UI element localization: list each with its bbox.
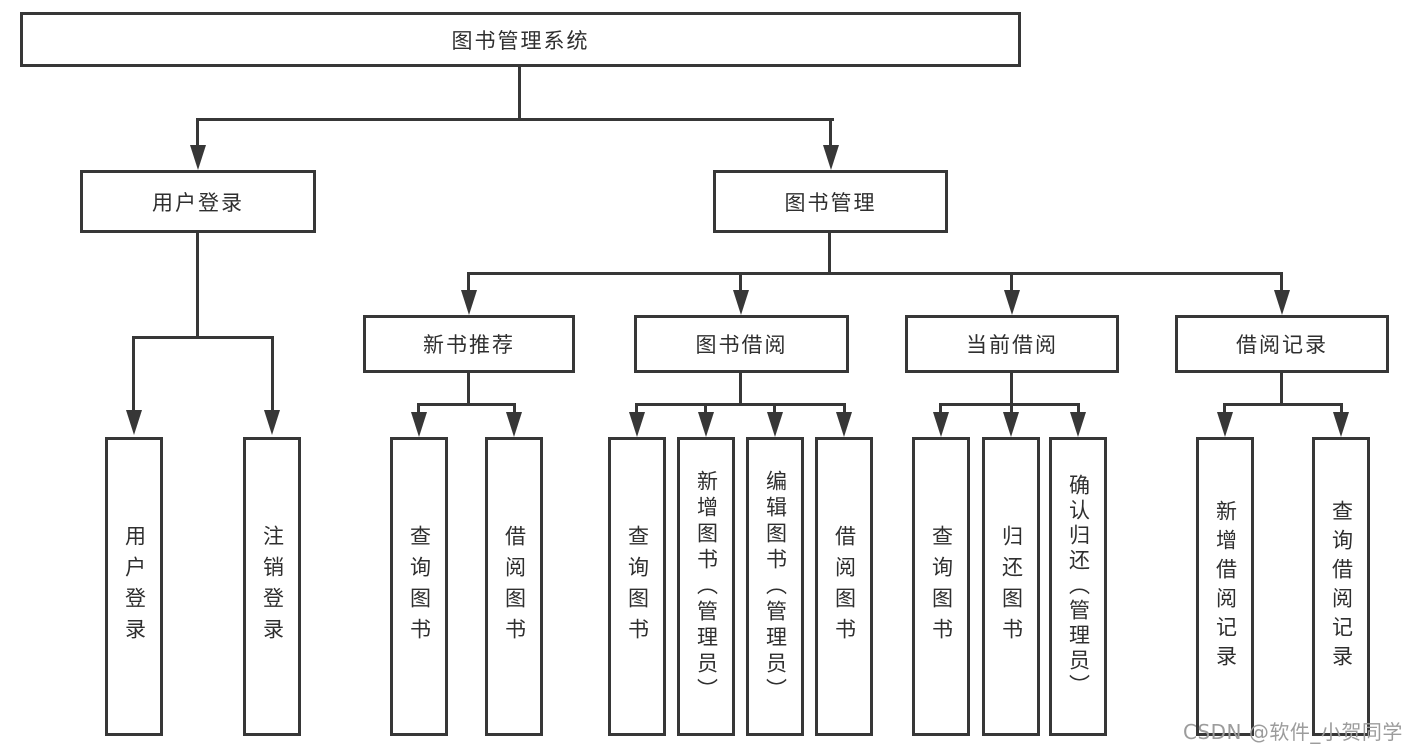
arrowhead bbox=[264, 410, 280, 435]
arrowhead bbox=[1274, 290, 1290, 315]
connector-line bbox=[196, 118, 199, 150]
leaf-add-book-admin: 新增图书（管理员） bbox=[677, 437, 735, 736]
leaf-query-borrow-record: 查询借阅记录 bbox=[1312, 437, 1370, 736]
connector-line bbox=[1280, 272, 1283, 292]
arrowhead bbox=[733, 290, 749, 315]
connector-line bbox=[417, 403, 516, 406]
leaf-edit-book-admin: 编辑图书（管理员） bbox=[746, 437, 804, 736]
leaf-return-book: 归还图书 bbox=[982, 437, 1040, 736]
leaf-label: 归还图书 bbox=[999, 524, 1024, 649]
arrowhead bbox=[461, 290, 477, 315]
leaf-label: 查询图书 bbox=[929, 524, 954, 649]
connector-line bbox=[196, 233, 199, 336]
arrowhead bbox=[190, 145, 206, 170]
node-label: 新书推荐 bbox=[423, 333, 515, 357]
leaf-label: 编辑图书（管理员） bbox=[763, 469, 788, 704]
leaf-label: 查询借阅记录 bbox=[1329, 499, 1354, 674]
leaf-query-books-recommend: 查询图书 bbox=[390, 437, 448, 736]
connector-line bbox=[704, 403, 707, 415]
leaf-label: 查询图书 bbox=[407, 524, 432, 649]
node-book-management: 图书管理 bbox=[713, 170, 948, 233]
leaf-label: 用户登录 bbox=[122, 524, 147, 649]
leaf-label: 查询图书 bbox=[625, 524, 650, 649]
connector-line bbox=[417, 403, 420, 415]
node-label: 用户登录 bbox=[152, 190, 244, 215]
arrowhead bbox=[506, 412, 522, 437]
connector-line bbox=[635, 403, 846, 406]
leaf-borrow-books-recommend: 借阅图书 bbox=[485, 437, 543, 736]
connector-line bbox=[1077, 403, 1080, 415]
connector-line bbox=[467, 373, 470, 403]
arrowhead bbox=[1333, 412, 1349, 437]
arrowhead bbox=[1217, 412, 1233, 437]
connector-line bbox=[467, 272, 470, 292]
connector-line bbox=[739, 373, 742, 403]
node-label: 当前借阅 bbox=[966, 333, 1058, 357]
connector-line bbox=[1010, 373, 1013, 403]
node-borrow-records: 借阅记录 bbox=[1175, 315, 1389, 373]
node-current-borrow: 当前借阅 bbox=[905, 315, 1119, 373]
node-library-management-system: 图书管理系统 bbox=[20, 12, 1021, 67]
leaf-add-borrow-record: 新增借阅记录 bbox=[1196, 437, 1254, 736]
leaf-label: 借阅图书 bbox=[832, 524, 857, 649]
node-label: 借阅记录 bbox=[1236, 333, 1328, 357]
connector-line bbox=[1280, 373, 1283, 403]
leaf-label: 注销登录 bbox=[260, 524, 285, 649]
arrowhead bbox=[823, 145, 839, 170]
connector-line bbox=[1010, 272, 1013, 292]
connector-line bbox=[635, 403, 638, 415]
arrowhead bbox=[1070, 412, 1086, 437]
connector-line bbox=[1010, 403, 1013, 415]
csdn-watermark: CSDN @软件_小贺同学 bbox=[1183, 720, 1403, 744]
arrowhead bbox=[1004, 290, 1020, 315]
arrowhead bbox=[629, 412, 645, 437]
connector-line bbox=[271, 336, 274, 412]
node-label: 图书管理系统 bbox=[451, 28, 590, 53]
leaf-user-login: 用户登录 bbox=[105, 437, 163, 736]
arrowhead bbox=[126, 410, 142, 435]
connector-line bbox=[843, 403, 846, 415]
connector-line bbox=[513, 403, 516, 415]
connector-line bbox=[1223, 403, 1343, 406]
connector-line bbox=[773, 403, 776, 415]
arrowhead bbox=[767, 412, 783, 437]
leaf-query-books-current: 查询图书 bbox=[912, 437, 970, 736]
leaf-confirm-return-admin: 确认归还（管理员） bbox=[1049, 437, 1107, 736]
connector-line bbox=[132, 336, 135, 412]
connector-line bbox=[132, 336, 274, 339]
arrowhead bbox=[698, 412, 714, 437]
leaf-borrow-books: 借阅图书 bbox=[815, 437, 873, 736]
leaf-query-books-borrow: 查询图书 bbox=[608, 437, 666, 736]
connector-line bbox=[939, 403, 942, 415]
connector-line bbox=[518, 67, 521, 118]
node-user-login: 用户登录 bbox=[80, 170, 316, 233]
node-book-borrow: 图书借阅 bbox=[634, 315, 849, 373]
leaf-label: 新增借阅记录 bbox=[1213, 499, 1238, 674]
leaf-label: 确认归还（管理员） bbox=[1066, 474, 1091, 699]
connector-line bbox=[739, 272, 742, 292]
connector-line bbox=[1340, 403, 1343, 415]
arrowhead bbox=[411, 412, 427, 437]
leaf-label: 借阅图书 bbox=[502, 524, 527, 649]
leaf-label: 新增图书（管理员） bbox=[694, 469, 719, 704]
arrowhead bbox=[933, 412, 949, 437]
connector-line bbox=[1223, 403, 1226, 415]
connector-line bbox=[196, 118, 834, 121]
arrowhead bbox=[836, 412, 852, 437]
node-label: 图书管理 bbox=[784, 190, 877, 215]
connector-line bbox=[829, 118, 832, 150]
arrowhead bbox=[1003, 412, 1019, 437]
leaf-logout: 注销登录 bbox=[243, 437, 301, 736]
connector-line bbox=[467, 272, 1283, 275]
connector-line bbox=[828, 233, 831, 272]
node-label: 图书借阅 bbox=[695, 333, 788, 357]
connector-line bbox=[939, 403, 1080, 406]
node-new-book-recommend: 新书推荐 bbox=[363, 315, 575, 373]
